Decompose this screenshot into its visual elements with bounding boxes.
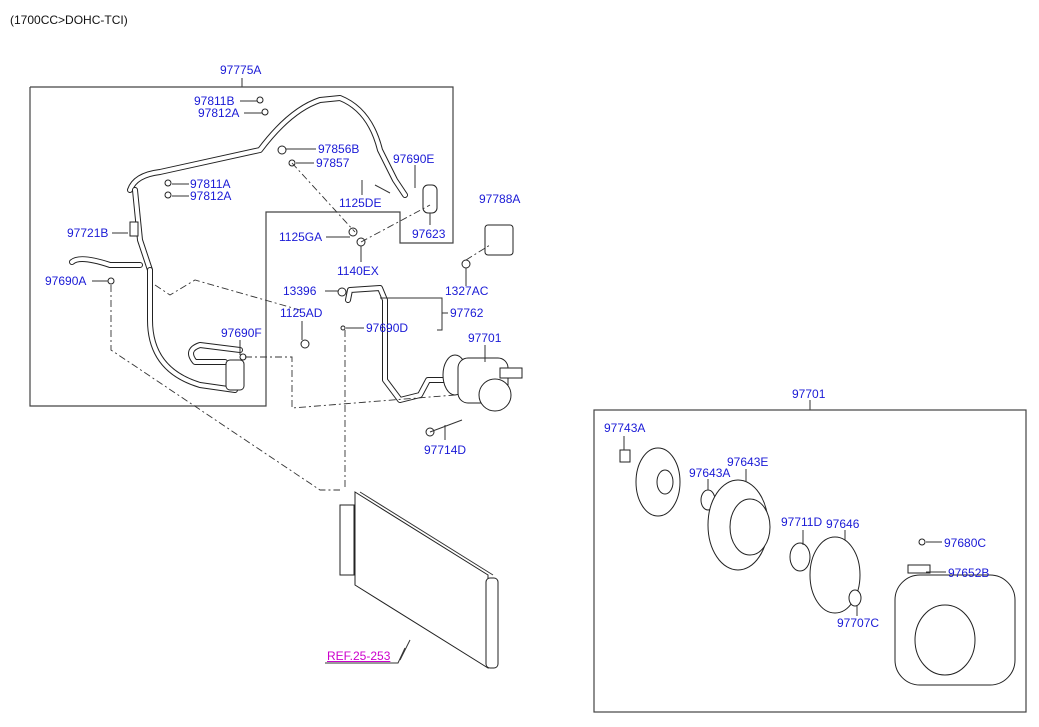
compressor-assembly-box bbox=[593, 400, 1027, 713]
part-label-97856B[interactable]: 97856B bbox=[318, 142, 360, 156]
group-label-97701[interactable]: 97701 bbox=[792, 387, 826, 401]
part-label-97690A[interactable]: 97690A bbox=[45, 274, 87, 288]
dashdot-lines bbox=[110, 162, 491, 491]
misc-parts bbox=[107, 96, 514, 437]
discharge-hose-pipe bbox=[345, 285, 448, 403]
part-label-1140EX[interactable]: 1140EX bbox=[337, 264, 379, 278]
part-label-1125GA[interactable]: 1125GA bbox=[279, 230, 323, 244]
receiver-drier bbox=[225, 359, 245, 391]
hose-assembly-box bbox=[29, 78, 454, 407]
part-label-97680C[interactable]: 97680C bbox=[944, 536, 987, 550]
part-label-97811A[interactable]: 97811A bbox=[190, 177, 231, 191]
part-label-97788A[interactable]: 97788A bbox=[479, 192, 521, 206]
part-label-97643E[interactable]: 97643E bbox=[727, 455, 769, 469]
part-label-97762[interactable]: 97762 bbox=[450, 306, 484, 320]
part-label-97707C[interactable]: 97707C bbox=[837, 616, 880, 630]
part-label-1125AD[interactable]: 1125AD bbox=[280, 306, 323, 320]
group-label-97775A[interactable]: 97775A bbox=[220, 63, 262, 77]
part-label-13396[interactable]: 13396 bbox=[283, 284, 317, 298]
part-label-97743A[interactable]: 97743A bbox=[604, 421, 646, 435]
part-label-97812A-2[interactable]: 97812A bbox=[190, 189, 232, 203]
part-label-97812A[interactable]: 97812A bbox=[198, 106, 240, 120]
part-label-97652B[interactable]: 97652B bbox=[948, 566, 990, 580]
part-label-97721B[interactable]: 97721B bbox=[67, 226, 109, 240]
part-label-1125DE[interactable]: 1125DE bbox=[339, 196, 382, 210]
part-label-97643A[interactable]: 97643A bbox=[689, 466, 731, 480]
leader-lines bbox=[92, 100, 946, 616]
part-label-97690E[interactable]: 97690E bbox=[393, 152, 435, 166]
part-label-97857[interactable]: 97857 bbox=[316, 156, 350, 170]
part-label-97690D[interactable]: 97690D bbox=[366, 321, 409, 335]
diagram-title: (1700CC>DOHC-TCI) bbox=[10, 13, 128, 27]
part-label-97690F[interactable]: 97690F bbox=[221, 326, 262, 340]
part-label-97701[interactable]: 97701 bbox=[468, 331, 502, 345]
part-label-97623[interactable]: 97623 bbox=[412, 227, 446, 241]
reference-link[interactable]: REF.25-253 bbox=[327, 649, 391, 663]
part-label-97646[interactable]: 97646 bbox=[826, 517, 860, 531]
suction-hose-pipe bbox=[69, 95, 408, 393]
part-label-1327AC[interactable]: 1327AC bbox=[445, 284, 489, 298]
part-label-97711D[interactable]: 97711D bbox=[781, 515, 823, 529]
part-label-97811B[interactable]: 97811B bbox=[194, 94, 235, 108]
compressor-top bbox=[442, 354, 523, 412]
part-label-97714D[interactable]: 97714D bbox=[424, 443, 467, 457]
compressor-exploded bbox=[619, 447, 1016, 686]
condenser bbox=[325, 491, 499, 669]
